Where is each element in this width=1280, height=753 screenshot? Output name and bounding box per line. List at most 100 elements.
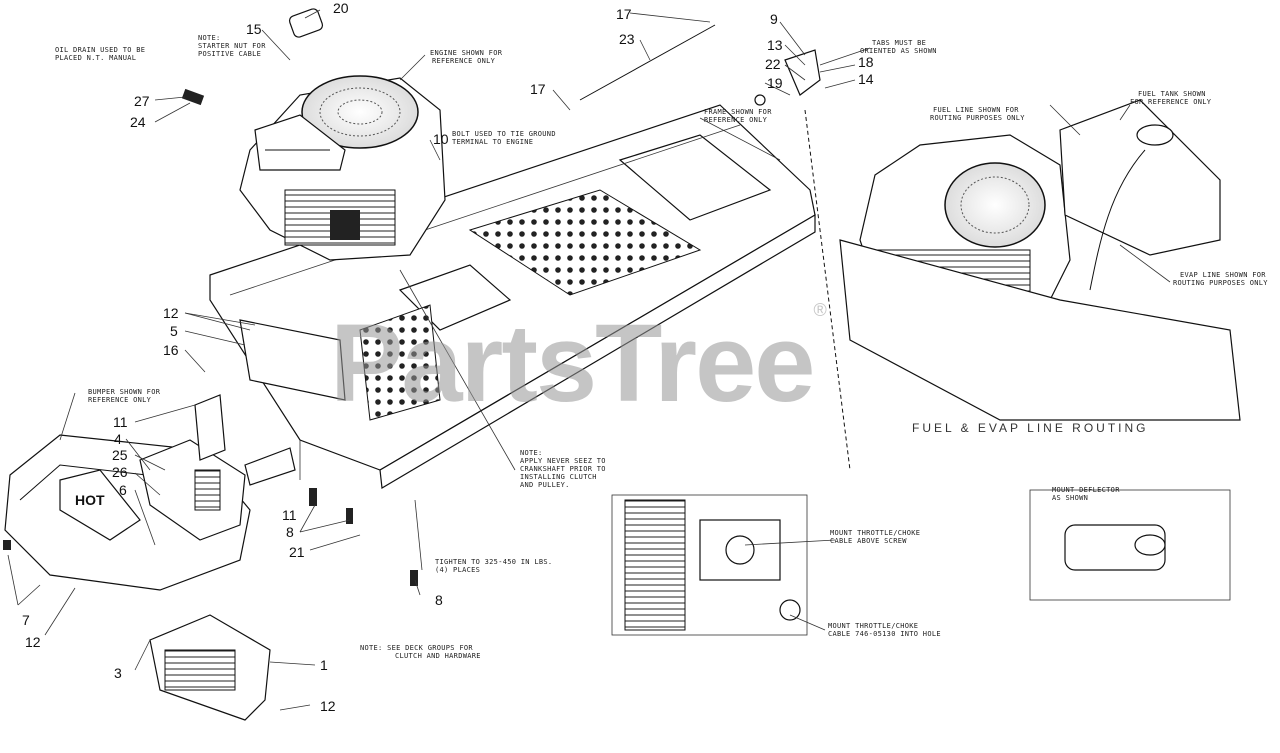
note-fuel-line: FUEL LINE SHOWN FOR ROUTING PURPOSES ONL…	[930, 106, 1025, 122]
svg-text:PLACED N.T. MANUAL: PLACED N.T. MANUAL	[55, 54, 136, 62]
note-throttle-above: MOUNT THROTTLE/CHOKE CABLE ABOVE SCREW	[830, 529, 920, 545]
muffler-bracket	[239, 319, 346, 401]
callout-14: 14	[858, 71, 874, 87]
callout-26: 26	[112, 464, 128, 480]
svg-text:NOTE:: NOTE:	[520, 449, 543, 457]
note-evap-line: EVAP LINE SHOWN FOR ROUTING PURPOSES ONL…	[1173, 271, 1268, 287]
leader-lines	[7, 9, 1171, 711]
note-starter-nut: NOTE: STARTER NUT FOR POSITIVE CABLE	[198, 34, 266, 58]
callout-18: 18	[858, 54, 874, 70]
svg-text:INSTALLING CLUTCH: INSTALLING CLUTCH	[520, 473, 597, 481]
svg-text:CABLE ABOVE SCREW: CABLE ABOVE SCREW	[830, 537, 907, 545]
callout-23: 23	[619, 31, 635, 47]
section-title-fuel-evap: FUEL & EVAP LINE ROUTING	[912, 421, 1148, 435]
notes: OIL DRAIN USED TO BE PLACED N.T. MANUAL …	[55, 34, 1268, 660]
callout-9: 9	[770, 11, 778, 27]
svg-text:CLUTCH AND HARDWARE: CLUTCH AND HARDWARE	[395, 652, 481, 660]
callout-13: 13	[767, 37, 783, 53]
callout-4: 4	[114, 431, 122, 447]
note-throttle-hole: MOUNT THROTTLE/CHOKE CABLE 746-05130 INT…	[828, 622, 941, 638]
spacer-part	[288, 8, 324, 38]
callout-12a: 12	[163, 305, 179, 321]
callout-7: 7	[22, 612, 30, 628]
throttle-cable	[579, 24, 851, 471]
note-tabs: TABS MUST BE ORIENTED AS SHOWN	[860, 39, 937, 55]
svg-text:REFERENCE ONLY: REFERENCE ONLY	[704, 116, 768, 124]
note-engine-ref: ENGINE SHOWN FOR REFERENCE ONLY	[430, 49, 503, 65]
svg-text:ORIENTED AS SHOWN: ORIENTED AS SHOWN	[860, 47, 937, 55]
svg-text:MOUNT THROTTLE/CHOKE: MOUNT THROTTLE/CHOKE	[828, 622, 918, 630]
note-frame-ref: FRAME SHOWN FOR REFERENCE ONLY	[704, 108, 772, 124]
throttle-inset	[611, 494, 808, 636]
callout-5: 5	[170, 323, 178, 339]
frame	[209, 104, 816, 489]
svg-text:MOUNT DEFLECTOR: MOUNT DEFLECTOR	[1052, 486, 1120, 494]
svg-text:ROUTING PURPOSES ONLY: ROUTING PURPOSES ONLY	[1173, 279, 1268, 287]
svg-text:OIL DRAIN USED TO BE: OIL DRAIN USED TO BE	[55, 46, 145, 54]
svg-text:AND PULLEY.: AND PULLEY.	[520, 481, 570, 489]
note-deck-groups: NOTE: SEE DECK GROUPS FOR CLUTCH AND HAR…	[360, 644, 481, 660]
callout-27: 27	[134, 93, 150, 109]
exhaust-pipe	[194, 394, 296, 486]
callout-11a: 11	[113, 414, 128, 430]
svg-text:STARTER NUT FOR: STARTER NUT FOR	[198, 42, 266, 50]
svg-text:FUEL TANK SHOWN: FUEL TANK SHOWN	[1138, 90, 1206, 98]
callout-12c: 12	[320, 698, 336, 714]
svg-text:NOTE: SEE DECK GROUPS FOR: NOTE: SEE DECK GROUPS FOR	[360, 644, 473, 652]
fuel-tank	[1059, 99, 1221, 256]
engine-fuel-inset	[839, 99, 1241, 421]
callout-16: 16	[163, 342, 179, 358]
svg-text:REFERENCE ONLY: REFERENCE ONLY	[88, 396, 152, 404]
callout-numbers: 20 15 27 24 10 17 23 17 9 13 22 18 19 14…	[22, 0, 874, 714]
callout-24: 24	[130, 114, 146, 130]
svg-text:BOLT USED TO TIE GROUND: BOLT USED TO TIE GROUND	[452, 130, 556, 138]
svg-text:NOTE:: NOTE:	[198, 34, 221, 42]
callout-21: 21	[289, 544, 305, 560]
svg-text:ROUTING PURPOSES ONLY: ROUTING PURPOSES ONLY	[930, 114, 1025, 122]
callout-20: 20	[333, 0, 349, 16]
bolts	[3, 488, 418, 586]
callout-15: 15	[246, 21, 262, 37]
svg-text:EVAP LINE SHOWN FOR: EVAP LINE SHOWN FOR	[1180, 271, 1266, 279]
svg-text:AS SHOWN: AS SHOWN	[1052, 494, 1088, 502]
svg-text:FUEL LINE SHOWN FOR: FUEL LINE SHOWN FOR	[933, 106, 1019, 114]
callout-11b: 11	[282, 507, 297, 523]
fan-grille	[301, 75, 419, 149]
svg-text:TABS MUST BE: TABS MUST BE	[872, 39, 926, 47]
svg-text:CRANKSHAFT PRIOR TO: CRANKSHAFT PRIOR TO	[520, 465, 606, 473]
note-oil-drain: OIL DRAIN USED TO BE PLACED N.T. MANUAL	[55, 46, 145, 62]
engine	[239, 75, 446, 261]
callout-17b: 17	[530, 81, 546, 97]
callout-3: 3	[114, 665, 122, 681]
svg-text:BUMPER SHOWN FOR: BUMPER SHOWN FOR	[88, 388, 161, 396]
oil-drain-hardware	[181, 88, 205, 106]
note-deflector: MOUNT DEFLECTOR AS SHOWN	[1052, 486, 1120, 502]
note-bumper-ref: BUMPER SHOWN FOR REFERENCE ONLY	[88, 388, 161, 404]
svg-text:APPLY NEVER SEEZ TO: APPLY NEVER SEEZ TO	[520, 457, 606, 465]
note-tighten: TIGHTEN TO 325-450 IN LBS. (4) PLACES	[435, 558, 552, 574]
svg-text:TIGHTEN TO 325-450 IN LBS.: TIGHTEN TO 325-450 IN LBS.	[435, 558, 552, 566]
callout-8a: 8	[286, 524, 294, 540]
deflector-inset	[1029, 489, 1231, 601]
note-never-seez: NOTE: APPLY NEVER SEEZ TO CRANKSHAFT PRI…	[520, 449, 606, 489]
callout-19: 19	[767, 75, 783, 91]
hot-label: HOT	[75, 492, 105, 508]
svg-text:MOUNT THROTTLE/CHOKE: MOUNT THROTTLE/CHOKE	[830, 529, 920, 537]
callout-1: 1	[320, 657, 328, 673]
svg-text:REFERENCE ONLY: REFERENCE ONLY	[432, 57, 496, 65]
svg-text:(4) PLACES: (4) PLACES	[435, 566, 480, 574]
svg-text:FOR REFERENCE ONLY: FOR REFERENCE ONLY	[1130, 98, 1212, 106]
svg-text:FRAME SHOWN FOR: FRAME SHOWN FOR	[704, 108, 772, 116]
callout-22: 22	[765, 56, 781, 72]
svg-text:CABLE 746-05130 INTO HOLE: CABLE 746-05130 INTO HOLE	[828, 630, 941, 638]
note-fuel-tank: FUEL TANK SHOWN FOR REFERENCE ONLY	[1130, 90, 1212, 106]
svg-text:TERMINAL TO ENGINE: TERMINAL TO ENGINE	[452, 138, 533, 146]
callout-8b: 8	[435, 592, 443, 608]
callout-17a: 17	[616, 6, 632, 22]
callout-10: 10	[433, 131, 449, 147]
callout-12b: 12	[25, 634, 41, 650]
svg-text:ENGINE SHOWN FOR: ENGINE SHOWN FOR	[430, 49, 503, 57]
callout-25: 25	[112, 447, 128, 463]
svg-text:POSITIVE CABLE: POSITIVE CABLE	[198, 50, 261, 58]
